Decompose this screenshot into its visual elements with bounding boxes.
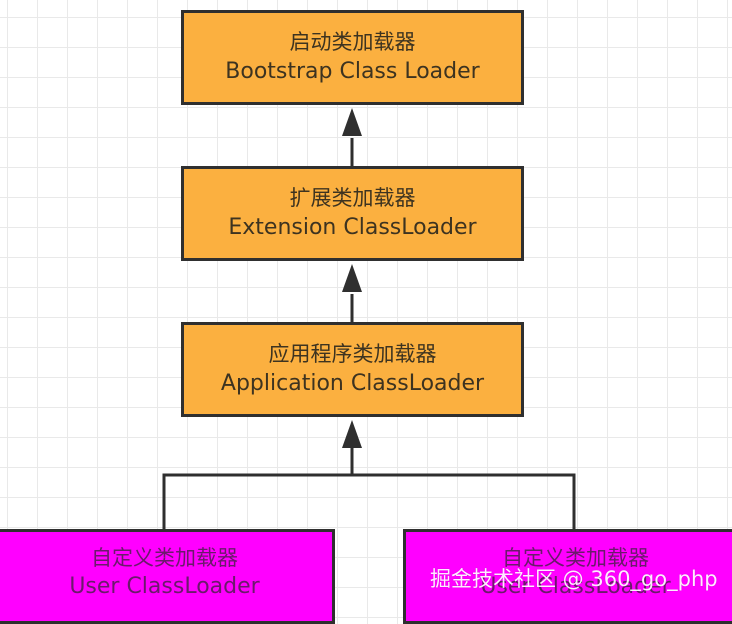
node-label-en: Bootstrap Class Loader: [225, 58, 480, 84]
edge-application-to-extension: [342, 264, 362, 322]
node-application-class-loader[interactable]: 应用程序类加载器 Application ClassLoader: [181, 322, 524, 417]
node-label-zh: 自定义类加载器: [502, 546, 649, 570]
edge-branch-line: [162, 473, 576, 530]
node-user-class-loader-left[interactable]: 自定义类加载器 User ClassLoader: [0, 529, 335, 624]
node-label-en: Extension ClassLoader: [228, 214, 477, 240]
edge-extension-to-bootstrap: [342, 108, 362, 166]
node-label-en: User ClassLoader: [69, 574, 260, 600]
node-label-zh: 扩展类加载器: [289, 186, 416, 211]
arrowhead-icon: [342, 108, 362, 136]
arrowhead-icon: [342, 420, 362, 448]
node-label-en: Application ClassLoader: [220, 370, 485, 396]
node-label-zh: 启动类加载器: [289, 30, 416, 55]
watermark-text: 掘金技术社区 @ 360_go_php: [430, 567, 718, 591]
node-label-en: User ClassLoader: [480, 574, 671, 600]
diagram-canvas: 启动类加载器 Bootstrap Class Loader 扩展类加载器 Ext…: [0, 10, 732, 624]
edge-user-loaders-to-application: [162, 420, 576, 530]
node-extension-class-loader[interactable]: 扩展类加载器 Extension ClassLoader: [181, 166, 524, 261]
node-user-class-loader-right[interactable]: 自定义类加载器 User ClassLoader: [403, 529, 732, 624]
node-label-zh: 应用程序类加载器: [268, 342, 437, 367]
arrowhead-icon: [342, 264, 362, 292]
node-bootstrap-class-loader[interactable]: 启动类加载器 Bootstrap Class Loader: [181, 10, 524, 105]
node-label-zh: 自定义类加载器: [91, 546, 238, 570]
